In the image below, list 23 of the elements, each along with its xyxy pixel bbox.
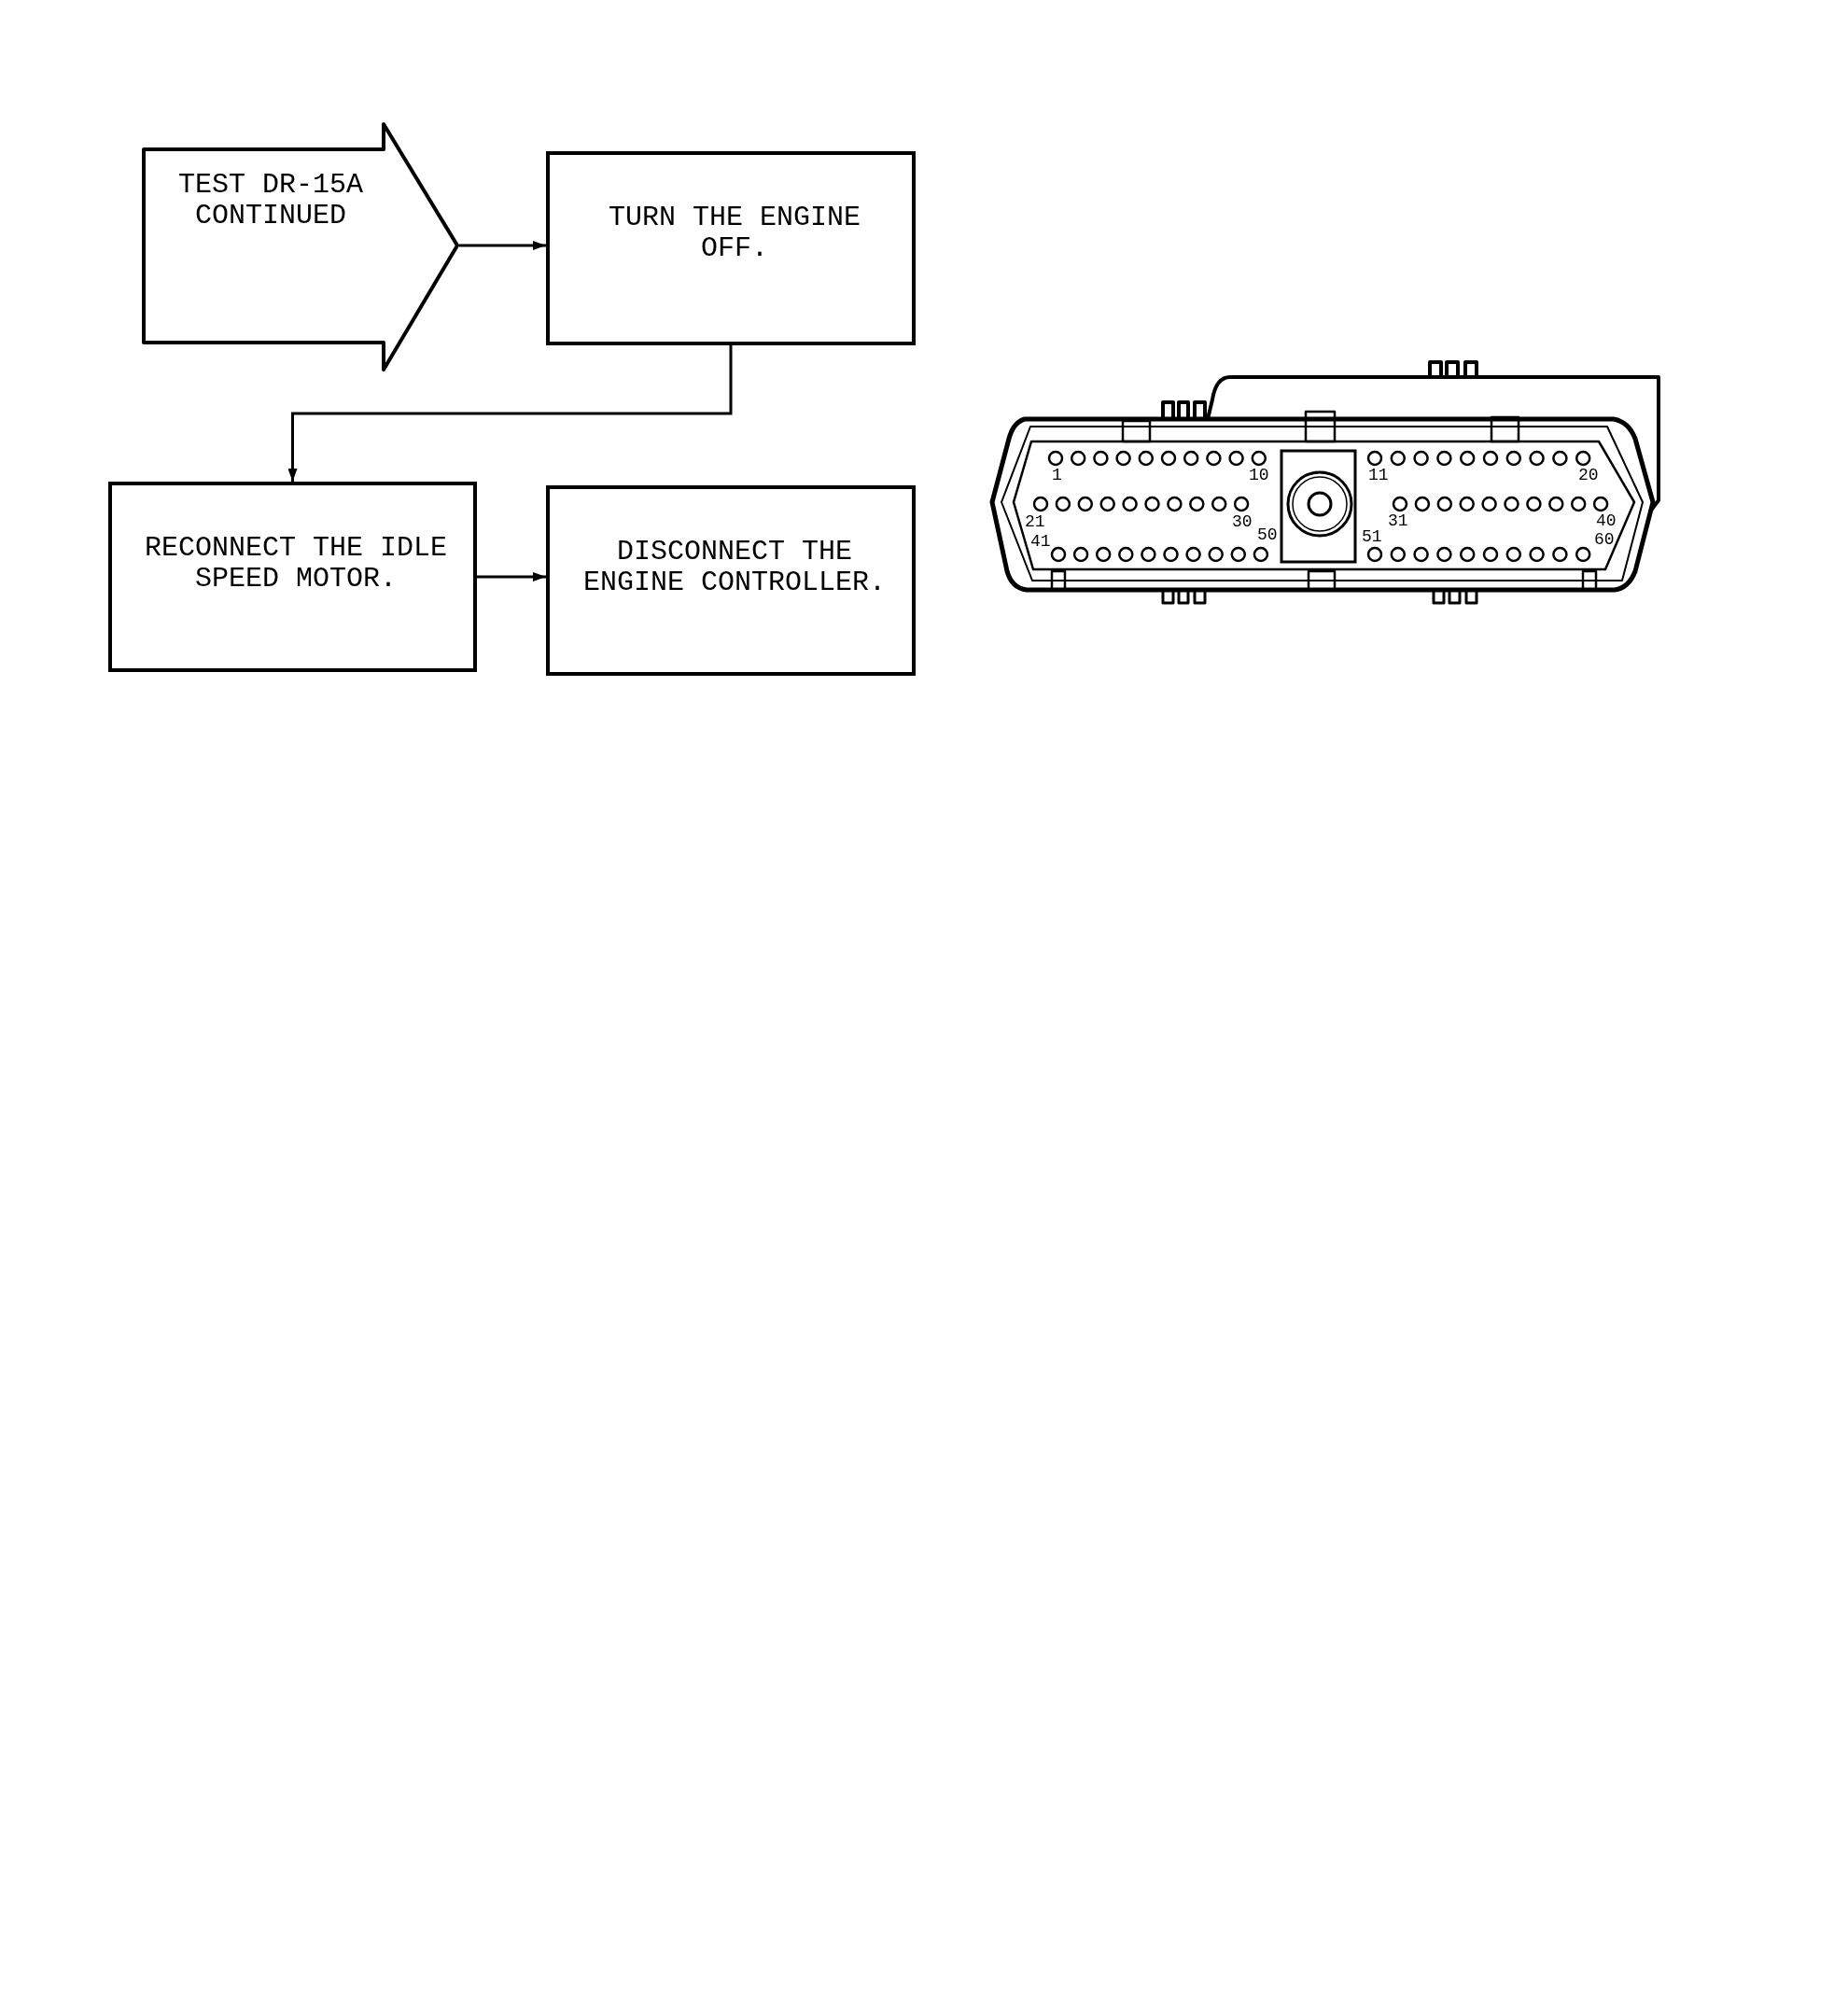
pin-number: 51 [1362, 528, 1382, 545]
arrow [459, 241, 546, 250]
step-text: TEST DR-15A CONTINUED [176, 170, 364, 231]
pin-number: 50 [1257, 526, 1278, 543]
pin-number: 21 [1025, 513, 1045, 530]
pin-number: 11 [1368, 467, 1389, 483]
pin-number: 1 [1052, 467, 1062, 483]
pin-number: 31 [1388, 512, 1408, 529]
arrow [287, 345, 733, 482]
process-box [546, 485, 916, 676]
pin-number: 20 [1578, 467, 1599, 483]
step-text: TURN THE ENGINE OFF. [607, 203, 861, 264]
pin-number: 41 [1030, 533, 1051, 550]
step-text: DISCONNECT THE ENGINE CONTROLLER. [581, 537, 888, 598]
pin-number: 10 [1249, 467, 1269, 483]
arrow [477, 572, 546, 581]
pin-number: 30 [1232, 513, 1253, 530]
block-arrow [142, 122, 459, 371]
process-box [546, 151, 916, 345]
pin-number: 60 [1594, 531, 1615, 548]
step-text: RECONNECT THE IDLE SPEED MOTOR. [143, 533, 449, 595]
pin-number: 40 [1596, 512, 1617, 529]
process-box [108, 482, 477, 672]
